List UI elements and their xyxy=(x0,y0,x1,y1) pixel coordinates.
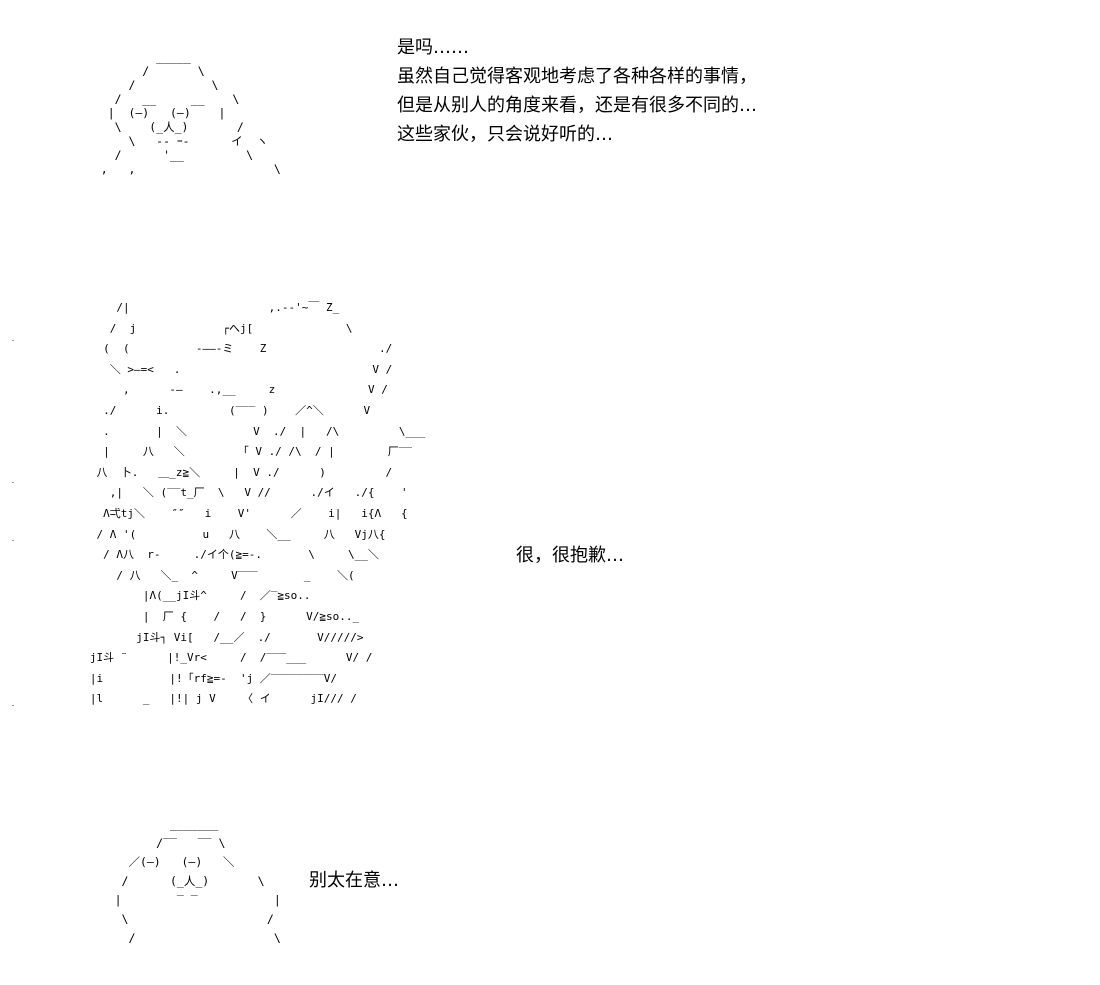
edge-mark xyxy=(12,705,14,706)
edge-mark xyxy=(12,482,14,483)
edge-mark xyxy=(12,540,14,541)
dialogue-panel-2: 很，很抱歉… xyxy=(516,541,624,570)
dialogue-panel-3: 别太在意… xyxy=(309,866,399,895)
dialogue-line: 是吗…… xyxy=(397,37,469,58)
ascii-art-panel-2: /| ,.-‐'~￣ ̄Z_ / j ┌へj[ \ ( ( -――-ミ Z ./… xyxy=(89,301,426,706)
dialogue-line: 但是从别人的角度来看，还是有很多不同的… xyxy=(397,95,757,116)
dialogue-line: 很，很抱歉… xyxy=(516,545,624,566)
dialogue-line: 别太在意… xyxy=(309,870,399,891)
dialogue-line: 这些家伙，只会说好听的… xyxy=(397,124,613,145)
dialogue-line: 虽然自己觉得客观地考虑了各种各样的事情， xyxy=(397,66,757,87)
ascii-art-panel-3: _______ /‾‾ ‾‾ \ ／(—) (—) ＼ / (_人_) \ | … xyxy=(114,817,281,945)
ascii-art-panel-1: _____ / \ / \ / __ __ \ | (—) (—) | \ (_… xyxy=(100,50,281,176)
dialogue-panel-1: 是吗…… 虽然自己觉得客观地考虑了各种各样的事情， 但是从别人的角度来看，还是有… xyxy=(397,33,757,149)
edge-mark xyxy=(12,340,14,341)
